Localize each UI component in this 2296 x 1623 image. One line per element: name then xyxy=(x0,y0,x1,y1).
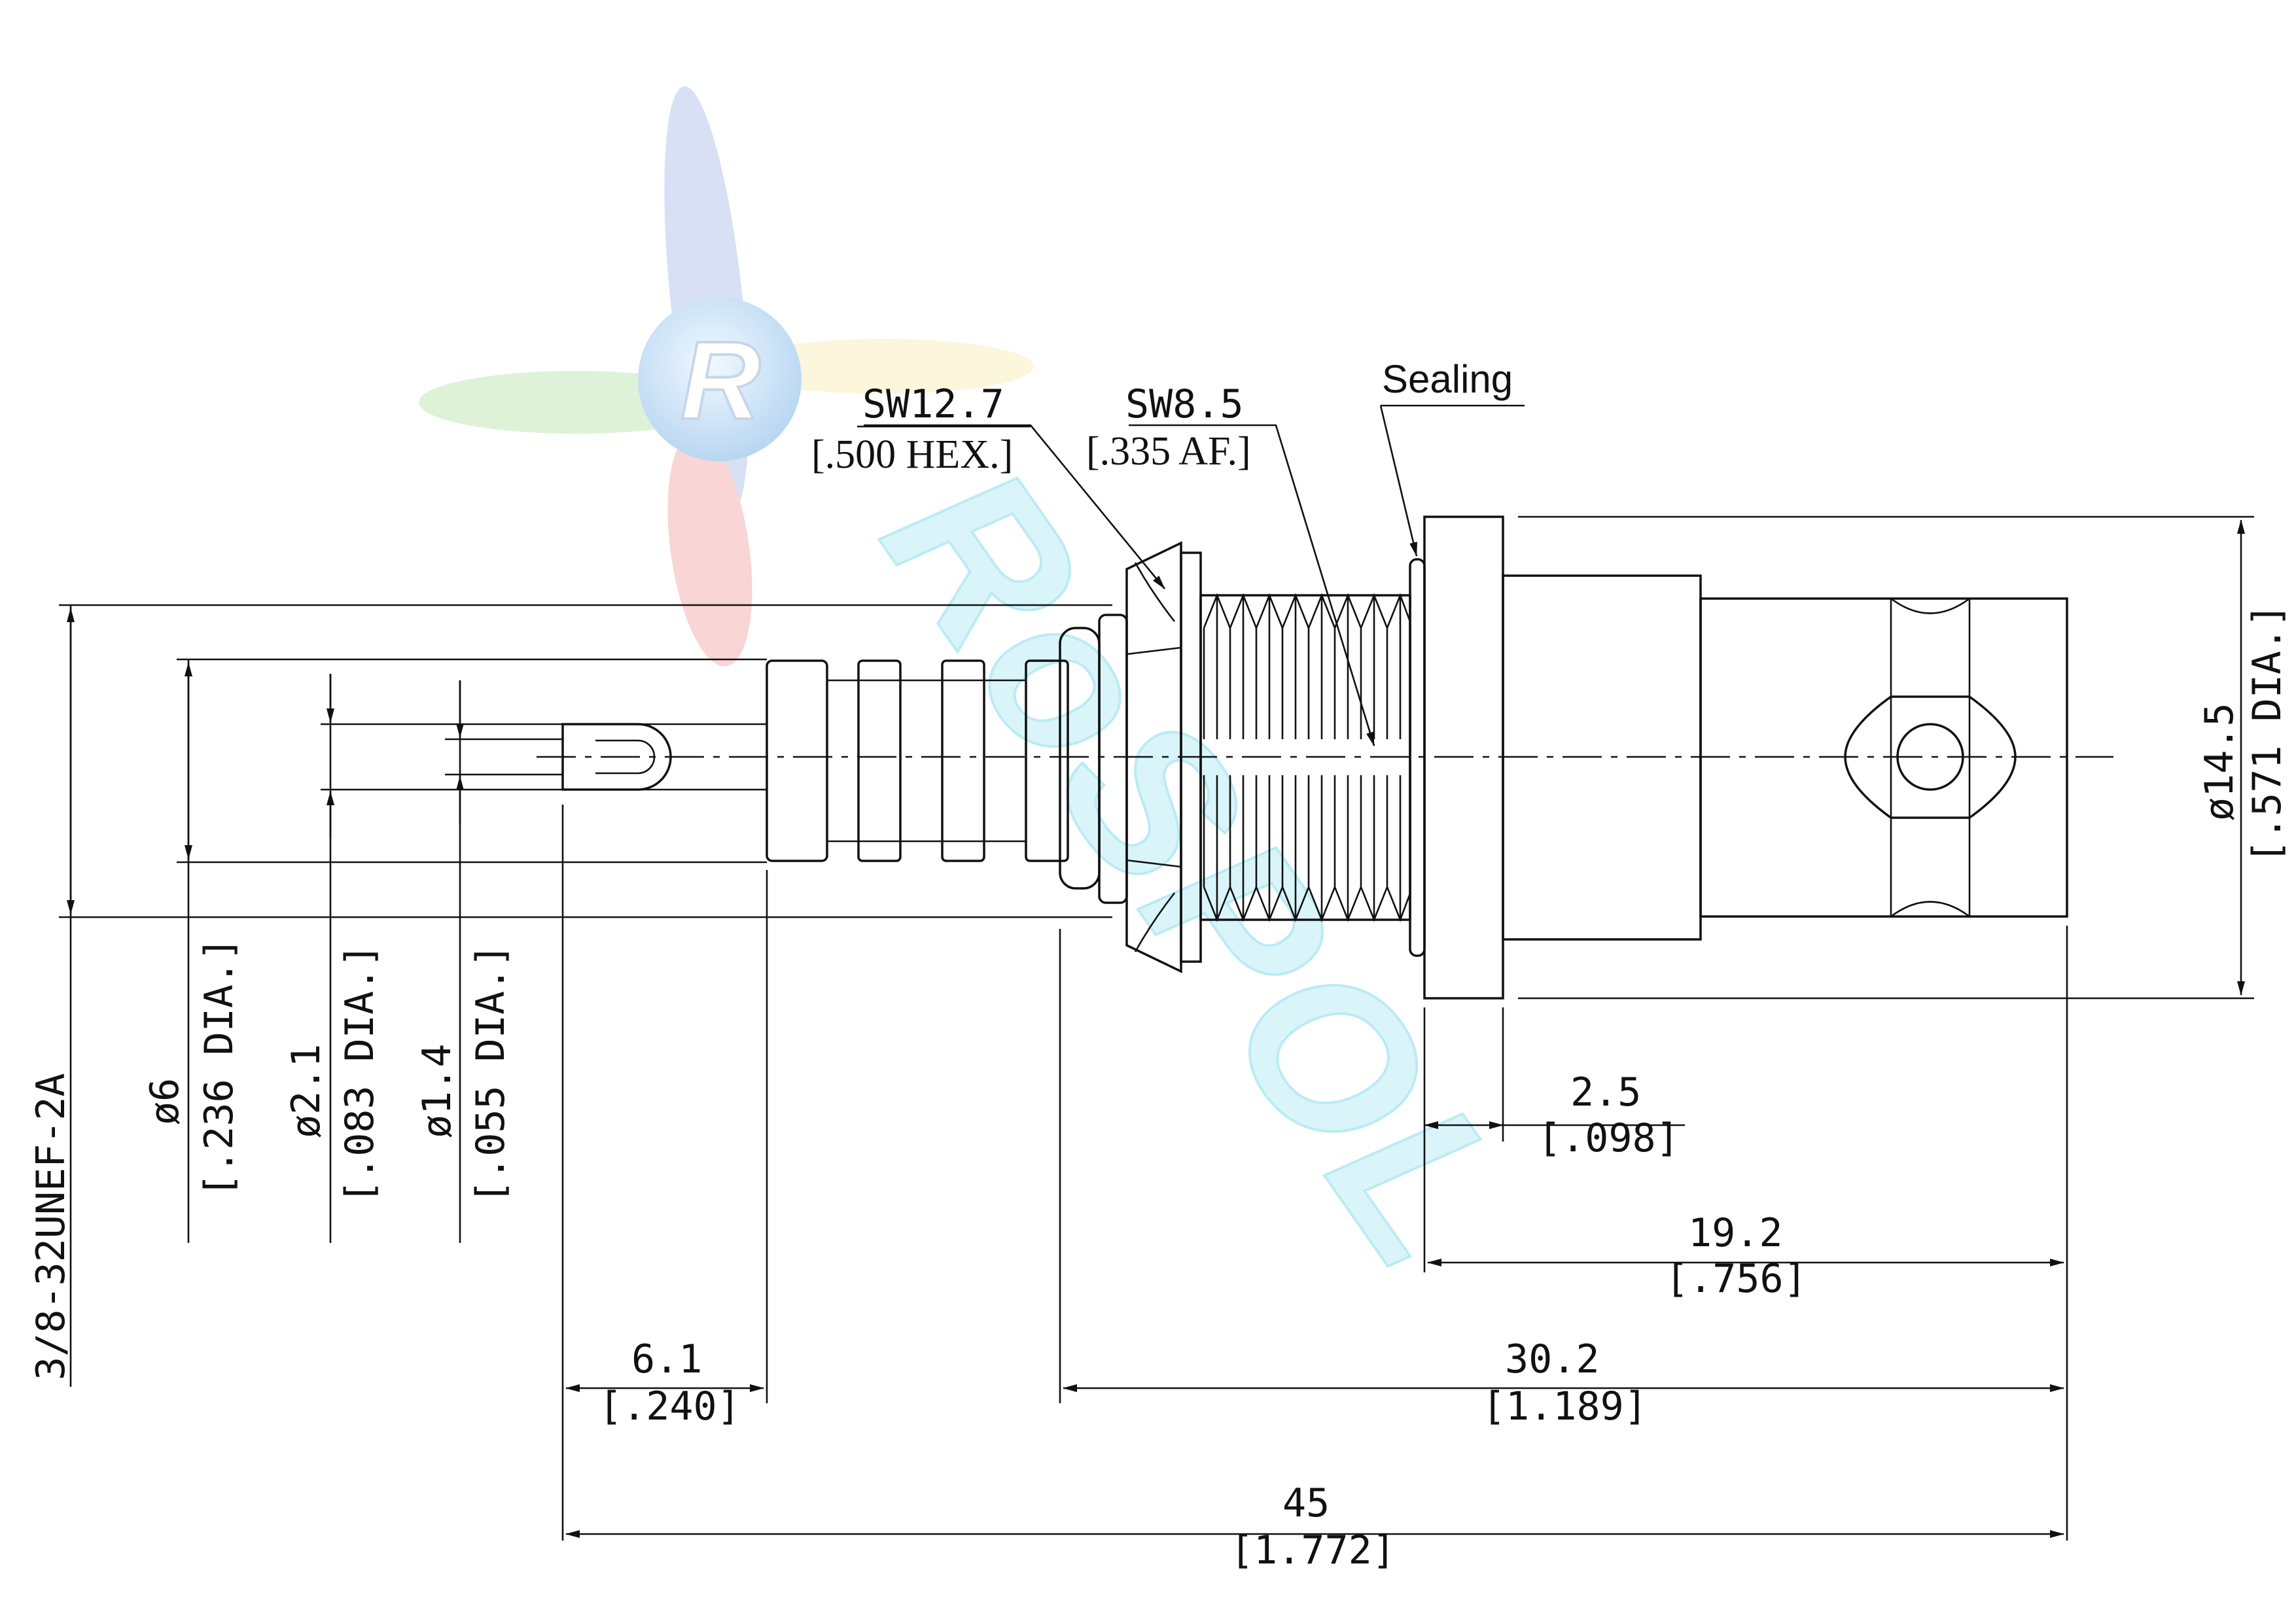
l45-inch-label: [1.772] xyxy=(1230,1527,1396,1573)
hex-nut-edge-1 xyxy=(1126,646,1182,655)
sw-nut-label: SW12.7 xyxy=(862,381,1004,427)
thread-spec-label: 3/8-32UNEF-2A xyxy=(28,1073,74,1380)
leader-lines xyxy=(864,404,1525,746)
thread-teeth-top xyxy=(1203,593,1411,739)
d145-label: ø14.5 xyxy=(2197,703,2242,821)
l302-label: 30.2 xyxy=(1505,1336,1600,1382)
d14-inch-label: [.055 DIA.] xyxy=(468,944,514,1204)
logo-letter: R xyxy=(680,319,761,443)
sw-body-inch-label: [.335 AF.] xyxy=(1086,429,1251,474)
cup-hole xyxy=(1896,723,1964,791)
fin-4 xyxy=(1025,659,1069,862)
l192-inch-label: [.756] xyxy=(1665,1256,1807,1302)
d145-inch-label: [.571 DIA.] xyxy=(2244,604,2290,864)
hex-nut-face xyxy=(1134,562,1176,952)
hex-nut-edge-2 xyxy=(1126,859,1182,868)
fin-1 xyxy=(766,659,828,862)
cup-lug xyxy=(1844,695,2017,819)
watermark-logo: R xyxy=(419,86,1034,667)
thread-teeth-bot xyxy=(1203,775,1411,922)
sw-body-label: SW8.5 xyxy=(1125,381,1244,427)
l25-inch-label: [.098] xyxy=(1538,1115,1680,1161)
horizontal-dimension-labels: 2.5 [.098] 19.2 [.756] 6.1 [.240] 30.2 [… xyxy=(599,1070,1807,1573)
l61-inch-label: [.240] xyxy=(599,1384,741,1429)
cup-groove-arc-bot xyxy=(1890,901,1970,918)
l61-label: 6.1 xyxy=(631,1336,702,1382)
solder-cup xyxy=(1699,597,2068,918)
extension-lines xyxy=(59,515,2254,1541)
pin-tip xyxy=(561,723,672,791)
l25-label: 2.5 xyxy=(1570,1070,1641,1115)
d21-label: ø2.1 xyxy=(283,1044,329,1139)
hex-nut xyxy=(1125,541,1182,973)
logo-red-orbit xyxy=(667,432,752,667)
logo-yellow-orbit xyxy=(733,339,1034,394)
sw-nut-inch-label: [.500 HEX.] xyxy=(811,432,1013,477)
dimension-arrows xyxy=(67,519,2245,1538)
d6-inch-label: [.236 DIA.] xyxy=(196,937,242,1197)
l302-inch-label: [1.189] xyxy=(1482,1384,1648,1429)
d21-inch-label: [.083 DIA.] xyxy=(337,944,383,1204)
connector-body xyxy=(561,515,2068,1000)
vertical-dimension-labels: 3/8-32UNEF-2A ø6 [.236 DIA.] ø2.1 [.083 … xyxy=(28,604,2290,1380)
l192-label: 19.2 xyxy=(1688,1210,1783,1256)
d14-label: ø1.4 xyxy=(414,1044,460,1139)
pin-slot xyxy=(595,739,656,775)
sealing-label: Sealing xyxy=(1382,357,1513,401)
callout-labels: SW12.7 [.500 HEX.] SW8.5 [.335 AF.] Seal… xyxy=(811,357,1513,477)
fin-2 xyxy=(857,659,902,862)
d6-label: ø6 xyxy=(142,1078,188,1125)
cup-groove-arc-top xyxy=(1890,597,1970,614)
l45-label: 45 xyxy=(1282,1480,1330,1526)
logo-ball xyxy=(638,298,802,461)
fin-3 xyxy=(941,659,985,862)
